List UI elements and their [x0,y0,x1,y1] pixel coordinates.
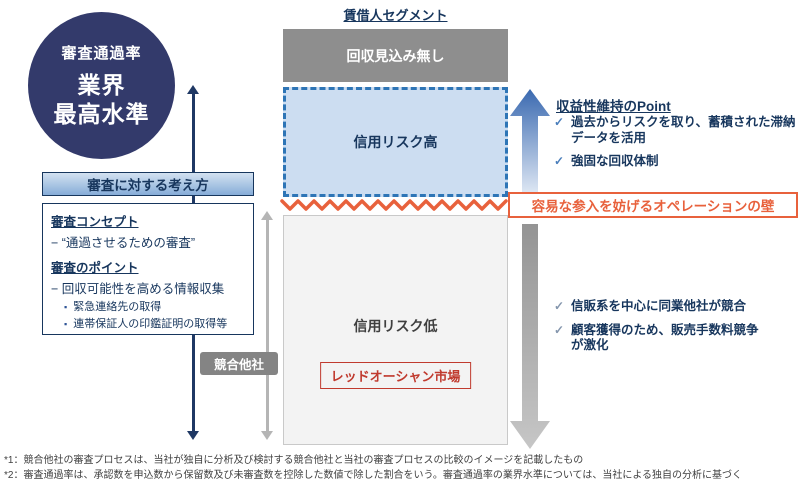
competition-item-text: 顧客獲得のため、販売手数料競争が激化 [571,322,759,353]
badge-label: 審査通過率 [61,45,142,63]
competition-item-text: 信販系を中心に同業他社が競合 [571,299,747,313]
check-icon: ✓ [554,115,565,129]
red-ocean-label: レッドオーシャン市場 [319,362,472,389]
pass-rate-arrowhead-up-icon [187,85,199,94]
competitors-arrowhead-up-icon [261,211,273,220]
screening-concept-box: 審査コンセプト − “通過させるための審査” 審査のポイント − 回収可能性を高… [42,203,254,335]
concept-title: 審査コンセプト [51,215,139,229]
sub-item-text: 連帯保証人の印鑑証明の取得等 [73,318,228,331]
competitors-arrow-shaft [266,219,269,432]
competition-item: ✓ 顧客獲得のため、販売手数料競争が激化 [554,323,769,354]
profitability-title: 収益性維持のPoint [556,99,671,114]
low-risk-box: 信用リスク低 レッドオーシャン市場 [283,215,508,445]
operation-wall-label: 容易な参入を妨げるオペレーションの壁 [508,192,798,218]
check-icon: ✓ [554,299,565,313]
profitability-up-arrow [510,89,550,194]
profitability-item: ✓ 過去からリスクを取り、蓄積された滞納データを活用 [554,115,800,146]
profitability-list: ✓ 過去からリスクを取り、蓄積された滞納データを活用 ✓ 強固な回収体制 [554,115,800,178]
competitors-arrowhead-down-icon [261,431,273,440]
footnotes: *1：競合他社の審査プロセスは、当社が独自に分析及び検討する競合他社と当社の審査… [4,454,797,483]
approach-header: 審査に対する考え方 [42,172,254,196]
operation-wall-zigzag [280,197,510,213]
footnote-1: *1：競合他社の審査プロセスは、当社が独自に分析及び検討する競合他社と当社の審査… [4,455,584,466]
point-sub-item: ▪ 連帯保証人の印鑑証明の取得等 [64,318,245,331]
pass-rate-badge: 審査通過率 業界 最高水準 [28,12,175,159]
badge-line1: 業界 [77,72,126,99]
competitors-label: 競合他社 [200,352,278,375]
low-risk-label: 信用リスク低 [353,318,438,334]
segment-title: 賃借人セグメント [343,8,448,23]
competition-down-arrow [510,224,550,449]
check-icon: ✓ [554,322,565,337]
point-title: 審査のポイント [51,261,139,275]
check-icon: ✓ [554,154,565,169]
profitability-item: ✓ 強固な回収体制 [554,154,800,170]
badge-main-text: 業界 最高水準 [54,71,150,129]
profitability-item-text: 過去からリスクを取り、蓄積された滞納データを活用 [571,115,796,145]
sub-item-text: 緊急連絡先の取得 [73,301,162,313]
point-sub-item: ▪ 緊急連絡先の取得 [64,301,245,314]
square-bullet-icon: ▪ [64,302,68,312]
footnote-2: *2：審査通過率は、承認数を申込数から保留数及び未審査数を控除した数値で除した割… [4,469,743,481]
competition-list: ✓ 信販系を中心に同業他社が競合 ✓ 顧客獲得のため、販売手数料競争が激化 [554,299,769,362]
badge-line2: 最高水準 [53,101,150,127]
high-risk-box: 信用リスク高 [283,87,508,197]
competition-item: ✓ 信販系を中心に同業他社が競合 [554,299,769,315]
pass-rate-arrowhead-down-icon [187,431,199,440]
point-item: − 回収可能性を高める情報収集 [51,282,225,296]
no-recovery-box: 回収見込み無し [283,29,508,82]
square-bullet-icon: ▪ [64,319,68,330]
concept-item: − “通過させるための審査” [51,236,196,250]
profitability-item-text: 強固な回収体制 [571,154,659,169]
